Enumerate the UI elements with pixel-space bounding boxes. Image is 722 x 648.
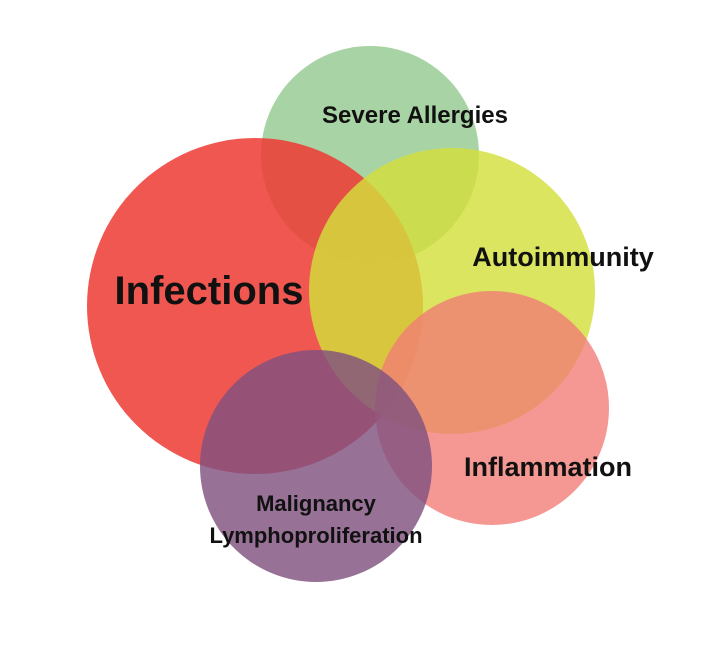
label-infections: Infections <box>115 269 304 313</box>
label-lymphoproliferation: Lymphoproliferation <box>209 523 422 548</box>
label-severe-allergies: Severe Allergies <box>322 102 508 129</box>
circle-inflammation <box>375 291 609 525</box>
label-autoimmunity: Autoimmunity <box>472 242 654 272</box>
label-malignancy: Malignancy <box>256 491 377 516</box>
circle-malignancy <box>200 350 432 582</box>
label-inflammation: Inflammation <box>464 452 632 482</box>
